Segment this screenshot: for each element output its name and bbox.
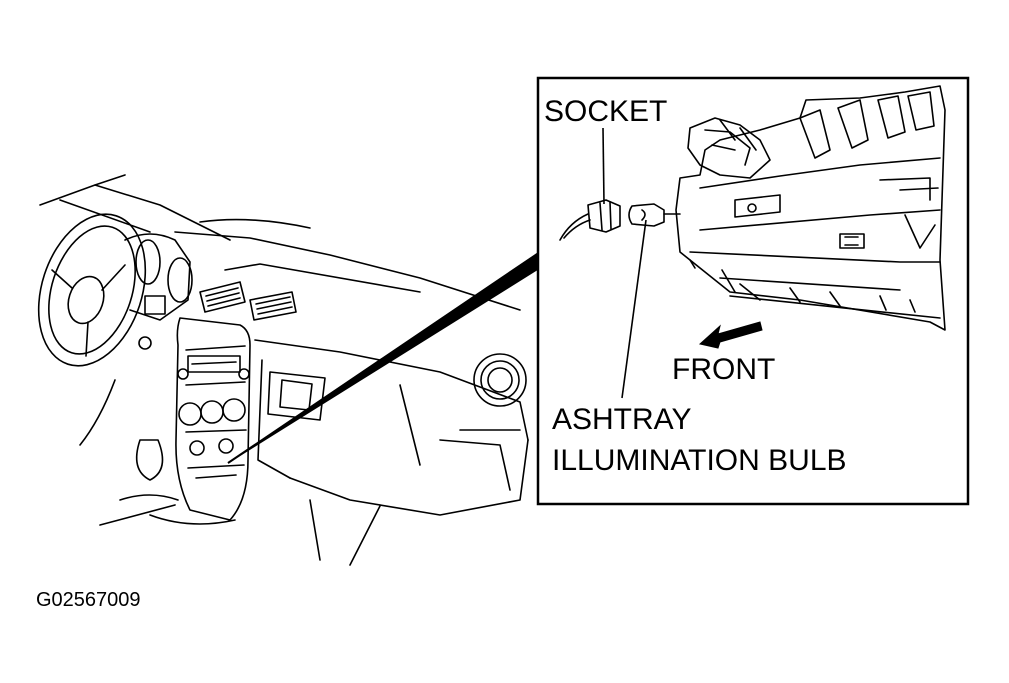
front-arrow-icon: [698, 321, 763, 349]
ashtray-assembly: [675, 85, 946, 331]
socket: [587, 199, 621, 233]
socket-and-bulb: [559, 199, 681, 241]
bulb-leader-line: [621, 219, 647, 399]
front-label: FRONT: [672, 353, 776, 386]
center-stack: [175, 317, 251, 521]
socket-leader-line: [602, 127, 605, 205]
steering-wheel: [37, 213, 147, 367]
bulb: [628, 203, 665, 227]
center-vents: [199, 281, 297, 321]
dashboard-illustration: [37, 174, 529, 566]
passenger-round-vent: [473, 353, 527, 407]
ashtray-bulb-label-line1: ASHTRAY: [552, 403, 692, 436]
figure-id: G02567009: [36, 589, 141, 611]
instrument-cluster: [124, 233, 193, 350]
ashtray-bulb-label-line2: ILLUMINATION BULB: [552, 444, 847, 477]
detail-callout-box: [536, 76, 970, 506]
socket-label: SOCKET: [544, 95, 668, 128]
socket-wire: [559, 213, 589, 241]
